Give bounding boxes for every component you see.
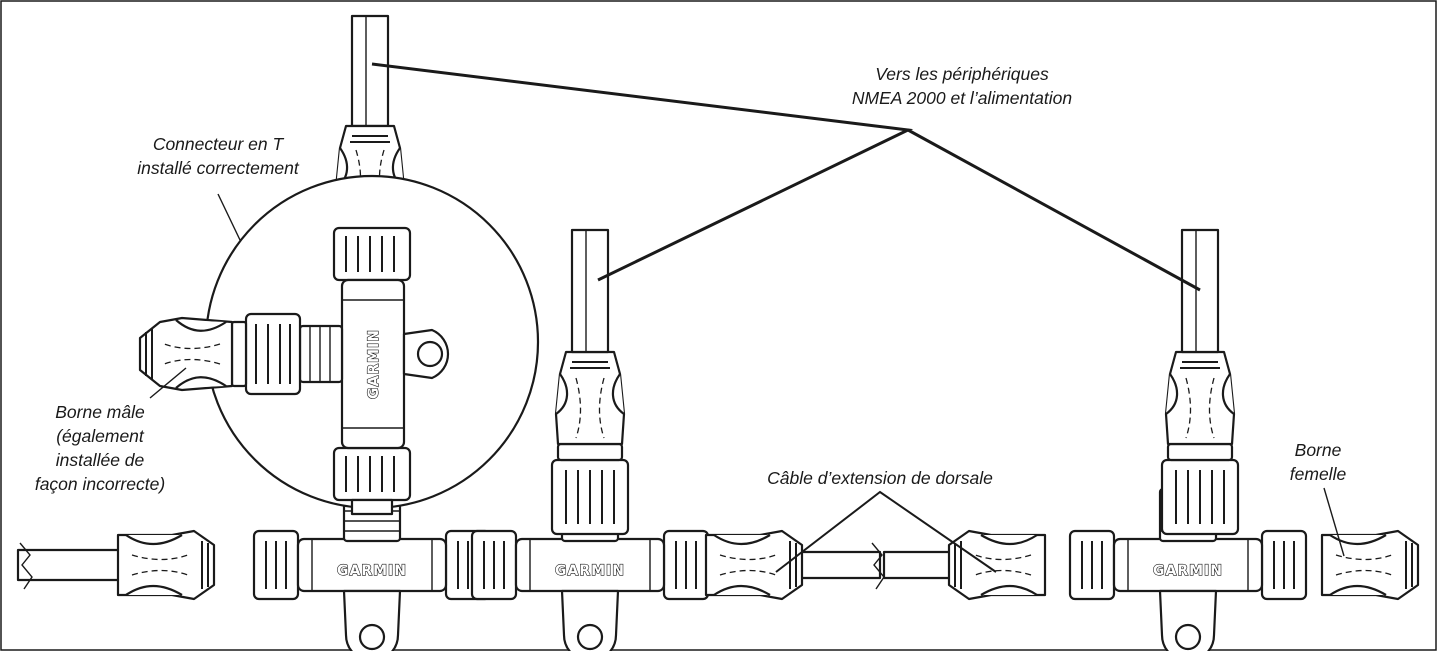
tee-connector-3: GARMIN [1068,487,1308,651]
brand-label-inset: GARMIN [366,329,382,399]
label-male-line3: installée de [56,450,145,470]
brand-label-1: GARMIN [337,563,407,579]
label-devices-line2: NMEA 2000 et l’alimentation [852,88,1072,108]
bus-connector-left [116,529,216,601]
label-female-line1: Borne [1295,440,1342,460]
tee-connector-1: GARMIN [252,487,492,651]
backbone-extension-connector-left [704,529,804,601]
label-male-terminator: Borne mâle (également installée de façon… [35,402,165,494]
male-terminator [138,316,234,392]
label-tee-installed: Connecteur en T installé correctement [137,134,300,178]
label-tee-line1: Connecteur en T [153,134,285,154]
label-female-line2: femelle [1290,464,1347,484]
label-female-terminator: Borne femelle [1290,440,1347,484]
label-male-line4: façon incorrecte) [35,474,165,494]
brand-label-3: GARMIN [1153,563,1223,579]
female-terminator [1320,529,1420,601]
label-tee-line2: installé correctement [137,158,300,178]
label-backbone-extension: Câble d’extension de dorsale [767,468,993,488]
leader-lines [149,62,1345,573]
label-male-line2: (également [56,426,145,446]
label-devices-line1: Vers les périphériques [875,64,1049,84]
label-devices: Vers les périphériques NMEA 2000 et l’al… [852,64,1072,108]
tee-connector-2: GARMIN [470,487,710,651]
drop-cable-2 [550,228,630,536]
brand-label-2: GARMIN [555,563,625,579]
label-male-line1: Borne mâle [55,402,145,422]
tee-1-riser [350,498,394,516]
backbone-extension-connector-right [947,529,1047,601]
inset-magnifier: GARMIN [204,174,540,510]
